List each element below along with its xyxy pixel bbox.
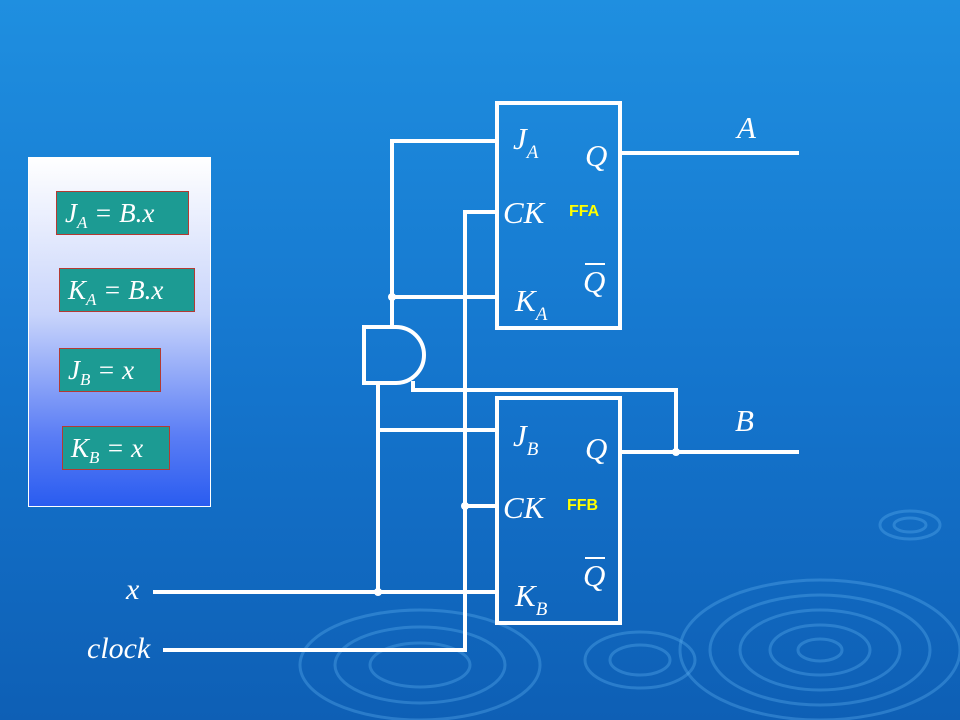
ffa-name: FFA <box>569 203 600 220</box>
junction-x <box>374 588 382 596</box>
flipflop-b-box <box>495 396 622 625</box>
junction-clock <box>461 502 469 510</box>
flipflop-a-box <box>495 101 622 330</box>
ffb-j-label: JB <box>513 418 539 460</box>
output-a-label: A <box>737 110 756 145</box>
equation-panel: JA = B.x KA = B.x JB = x KB = x <box>28 157 211 507</box>
output-b-label: B <box>735 403 754 438</box>
ffa-j-label: JA <box>513 121 539 163</box>
junction-ka <box>388 293 396 301</box>
ffa-qbar-label: Q <box>583 263 606 299</box>
input-x-label: x <box>126 573 140 606</box>
equation-jb: JB = x <box>59 348 161 392</box>
ffb-name: FFB <box>567 497 599 514</box>
ffb-q-label: Q <box>585 431 608 466</box>
equation-ka: KA = B.x <box>59 268 195 312</box>
ffb-ck-label: CK <box>503 490 545 525</box>
equation-kb: KB = x <box>62 426 170 470</box>
ffb-qbar-label: Q <box>583 557 606 593</box>
ffb-k-label: KB <box>515 578 548 620</box>
ffa-ck-label: CK <box>503 195 545 230</box>
ffa-k-label: KA <box>515 283 548 325</box>
junction-b <box>672 448 680 456</box>
equation-ja: JA = B.x <box>56 191 189 235</box>
ffa-q-label: Q <box>585 138 608 173</box>
and-gate <box>362 325 426 385</box>
input-clock-label: clock <box>87 632 151 665</box>
